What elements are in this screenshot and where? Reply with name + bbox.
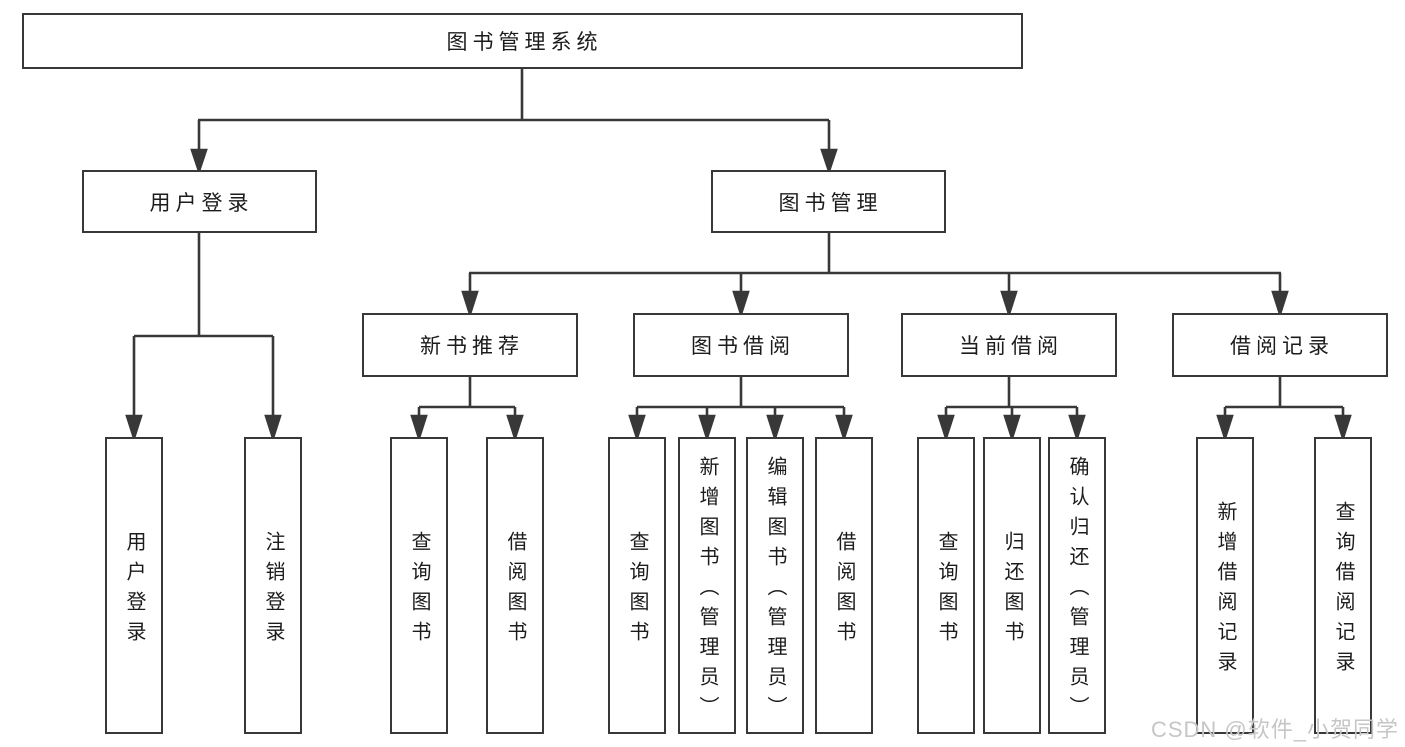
node-user-login: 用户登录 (82, 170, 317, 233)
node-book-management: 图书管理 (711, 170, 946, 233)
connector-root (190, 66, 838, 176)
leaf-user-login-label: 用户登录 (123, 530, 145, 651)
connector-book-management (461, 232, 1289, 319)
node-new-book-recommend: 新书推荐 (362, 313, 578, 377)
leaf-borrow-book-recommend-label: 借阅图书 (504, 530, 526, 651)
connector-current-borrow (937, 376, 1086, 443)
leaf-query-book-current: 查询图书 (917, 437, 975, 734)
node-current-borrow-label: 当前借阅 (959, 335, 1063, 358)
leaf-user-login: 用户登录 (105, 437, 163, 734)
leaf-add-borrow-record: 新增借阅记录 (1196, 437, 1254, 734)
node-book-management-label: 图书管理 (778, 191, 883, 215)
leaf-query-borrow-record: 查询借阅记录 (1314, 437, 1372, 734)
leaf-add-borrow-record-label: 新增借阅记录 (1214, 500, 1236, 681)
leaf-borrow-book: 借阅图书 (815, 437, 873, 734)
leaf-return-book-label: 归还图书 (1001, 530, 1023, 651)
node-borrow-record-label: 借阅记录 (1230, 335, 1334, 358)
leaf-query-book-recommend: 查询图书 (390, 437, 448, 734)
connector-new-book-recommend (410, 376, 524, 443)
node-book-borrow-label: 图书借阅 (691, 335, 795, 358)
leaf-query-book-borrow-label: 查询图书 (626, 530, 648, 651)
leaf-logout: 注销登录 (244, 437, 302, 734)
leaf-query-book-current-label: 查询图书 (935, 530, 957, 651)
node-root-label: 图书管理系统 (446, 31, 603, 54)
connector-book-borrow (628, 376, 853, 443)
leaf-query-book-recommend-label: 查询图书 (408, 530, 430, 651)
leaf-return-book: 归还图书 (983, 437, 1041, 734)
leaf-add-book-admin-label: 新增图书（管理员） (696, 455, 718, 726)
node-book-borrow: 图书借阅 (633, 313, 849, 377)
node-current-borrow: 当前借阅 (901, 313, 1117, 377)
leaf-borrow-book-label: 借阅图书 (833, 530, 855, 651)
leaf-edit-book-admin-label: 编辑图书（管理员） (764, 455, 786, 726)
leaf-logout-label: 注销登录 (262, 530, 284, 651)
node-borrow-record: 借阅记录 (1172, 313, 1388, 377)
connector-user-login (125, 232, 282, 443)
leaf-add-book-admin: 新增图书（管理员） (678, 437, 736, 734)
leaf-confirm-return-admin: 确认归还（管理员） (1048, 437, 1106, 734)
node-new-book-recommend-label: 新书推荐 (420, 335, 524, 358)
connector-borrow-record (1216, 376, 1352, 443)
node-user-login-label: 用户登录 (149, 191, 254, 215)
node-root: 图书管理系统 (22, 13, 1023, 69)
leaf-borrow-book-recommend: 借阅图书 (486, 437, 544, 734)
leaf-query-book-borrow: 查询图书 (608, 437, 666, 734)
watermark-text: CSDN @软件_小贺同学 (1150, 717, 1399, 742)
leaf-query-borrow-record-label: 查询借阅记录 (1332, 500, 1354, 681)
leaf-edit-book-admin: 编辑图书（管理员） (746, 437, 804, 734)
leaf-confirm-return-admin-label: 确认归还（管理员） (1066, 455, 1088, 726)
